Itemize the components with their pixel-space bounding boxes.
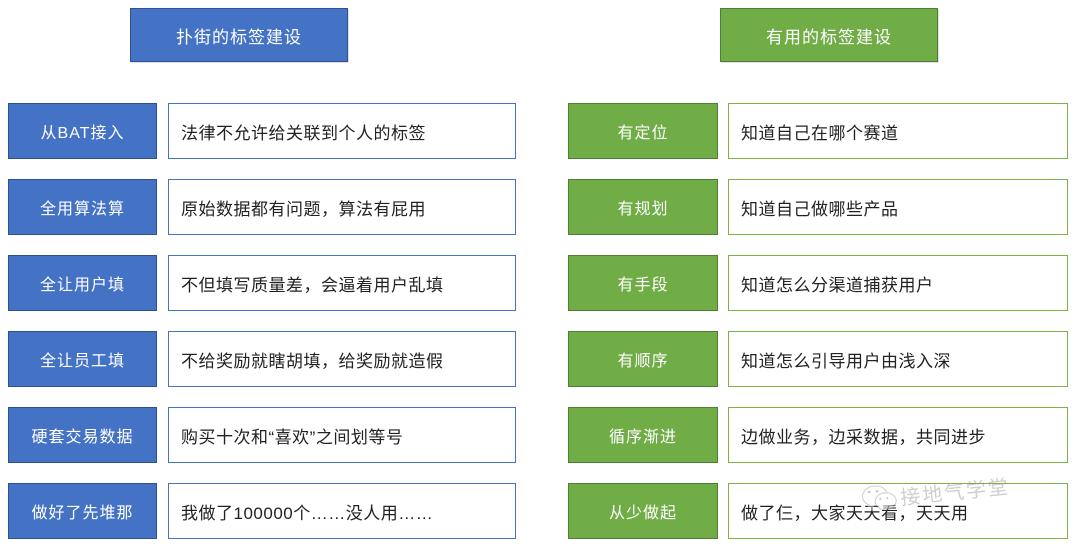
tag-label: 从少做起 — [608, 505, 677, 522]
tag-label: 硬套交易数据 — [31, 429, 134, 446]
tag-label: 从BAT接入 — [40, 125, 125, 142]
desc-label: 购买十次和“喜欢”之间划等号 — [181, 427, 404, 447]
tag-box-bad-1[interactable]: 从BAT接入 — [8, 103, 157, 159]
tag-box-bad-5[interactable]: 硬套交易数据 — [8, 407, 157, 463]
tag-box-bad-2[interactable]: 全用算法算 — [8, 179, 157, 235]
desc-box-good-5[interactable]: 边做业务，边采数据，共同进步 — [728, 407, 1068, 463]
tag-label: 循序渐进 — [608, 429, 677, 446]
desc-box-good-2[interactable]: 知道自己做哪些产品 — [728, 179, 1068, 235]
table-row: 全用算法算 原始数据都有问题，算法有屁用 — [8, 179, 516, 235]
desc-box-bad-4[interactable]: 不给奖励就瞎胡填，给奖励就造假 — [168, 331, 516, 387]
desc-label: 边做业务，边采数据，共同进步 — [741, 427, 986, 447]
desc-box-bad-6[interactable]: 我做了100000个……没人用…… — [168, 483, 516, 539]
column-header-good-label: 有用的标签建设 — [766, 27, 892, 47]
tag-label: 有手段 — [617, 277, 669, 294]
desc-label: 知道怎么引导用户由浅入深 — [741, 351, 951, 371]
table-row: 循序渐进 边做业务，边采数据，共同进步 — [568, 407, 1068, 463]
desc-box-good-3[interactable]: 知道怎么分渠道捕获用户 — [728, 255, 1068, 311]
desc-label: 不给奖励就瞎胡填，给奖励就造假 — [181, 351, 444, 371]
tag-box-bad-4[interactable]: 全让员工填 — [8, 331, 157, 387]
desc-label: 我做了100000个……没人用…… — [181, 503, 434, 523]
tag-box-good-2[interactable]: 有规划 — [568, 179, 718, 235]
table-row: 从BAT接入 法律不允许给关联到个人的标签 — [8, 103, 516, 159]
desc-box-good-4[interactable]: 知道怎么引导用户由浅入深 — [728, 331, 1068, 387]
tag-label: 全用算法算 — [39, 201, 125, 218]
tag-box-bad-3[interactable]: 全让用户填 — [8, 255, 157, 311]
tag-box-good-1[interactable]: 有定位 — [568, 103, 718, 159]
tag-box-good-4[interactable]: 有顺序 — [568, 331, 718, 387]
desc-label: 法律不允许给关联到个人的标签 — [181, 123, 426, 143]
column-header-bad-label: 扑街的标签建设 — [176, 27, 302, 47]
desc-label: 知道怎么分渠道捕获用户 — [741, 275, 934, 295]
table-row: 全让用户填 不但填写质量差，会逼着用户乱填 — [8, 255, 516, 311]
tag-label: 有定位 — [617, 125, 669, 142]
tag-box-good-5[interactable]: 循序渐进 — [568, 407, 718, 463]
table-row: 有规划 知道自己做哪些产品 — [568, 179, 1068, 235]
desc-box-bad-5[interactable]: 购买十次和“喜欢”之间划等号 — [168, 407, 516, 463]
desc-box-bad-3[interactable]: 不但填写质量差，会逼着用户乱填 — [168, 255, 516, 311]
desc-label: 做了仨，大家天天看，天天用 — [741, 503, 969, 523]
tag-box-good-3[interactable]: 有手段 — [568, 255, 718, 311]
desc-box-good-6[interactable]: 做了仨，大家天天看，天天用 — [728, 483, 1068, 539]
table-row: 从少做起 做了仨，大家天天看，天天用 — [568, 483, 1068, 539]
tag-label: 全让用户填 — [39, 277, 125, 294]
tag-box-good-6[interactable]: 从少做起 — [568, 483, 718, 539]
tag-label: 全让员工填 — [39, 353, 125, 370]
table-row: 有顺序 知道怎么引导用户由浅入深 — [568, 331, 1068, 387]
tag-label: 做好了先堆那 — [31, 505, 134, 522]
table-row: 有定位 知道自己在哪个赛道 — [568, 103, 1068, 159]
desc-box-good-1[interactable]: 知道自己在哪个赛道 — [728, 103, 1068, 159]
tag-box-bad-6[interactable]: 做好了先堆那 — [8, 483, 157, 539]
desc-label: 知道自己做哪些产品 — [741, 199, 899, 219]
desc-box-bad-2[interactable]: 原始数据都有问题，算法有屁用 — [168, 179, 516, 235]
table-row: 硬套交易数据 购买十次和“喜欢”之间划等号 — [8, 407, 516, 463]
table-row: 全让员工填 不给奖励就瞎胡填，给奖励就造假 — [8, 331, 516, 387]
table-row: 做好了先堆那 我做了100000个……没人用…… — [8, 483, 516, 539]
column-header-bad: 扑街的标签建设 — [130, 8, 348, 62]
desc-box-bad-1[interactable]: 法律不允许给关联到个人的标签 — [168, 103, 516, 159]
desc-label: 不但填写质量差，会逼着用户乱填 — [181, 275, 444, 295]
tag-label: 有规划 — [617, 201, 669, 218]
tag-label: 有顺序 — [617, 353, 669, 370]
desc-label: 知道自己在哪个赛道 — [741, 123, 899, 143]
column-header-good: 有用的标签建设 — [720, 8, 938, 62]
table-row: 有手段 知道怎么分渠道捕获用户 — [568, 255, 1068, 311]
desc-label: 原始数据都有问题，算法有屁用 — [181, 199, 426, 219]
